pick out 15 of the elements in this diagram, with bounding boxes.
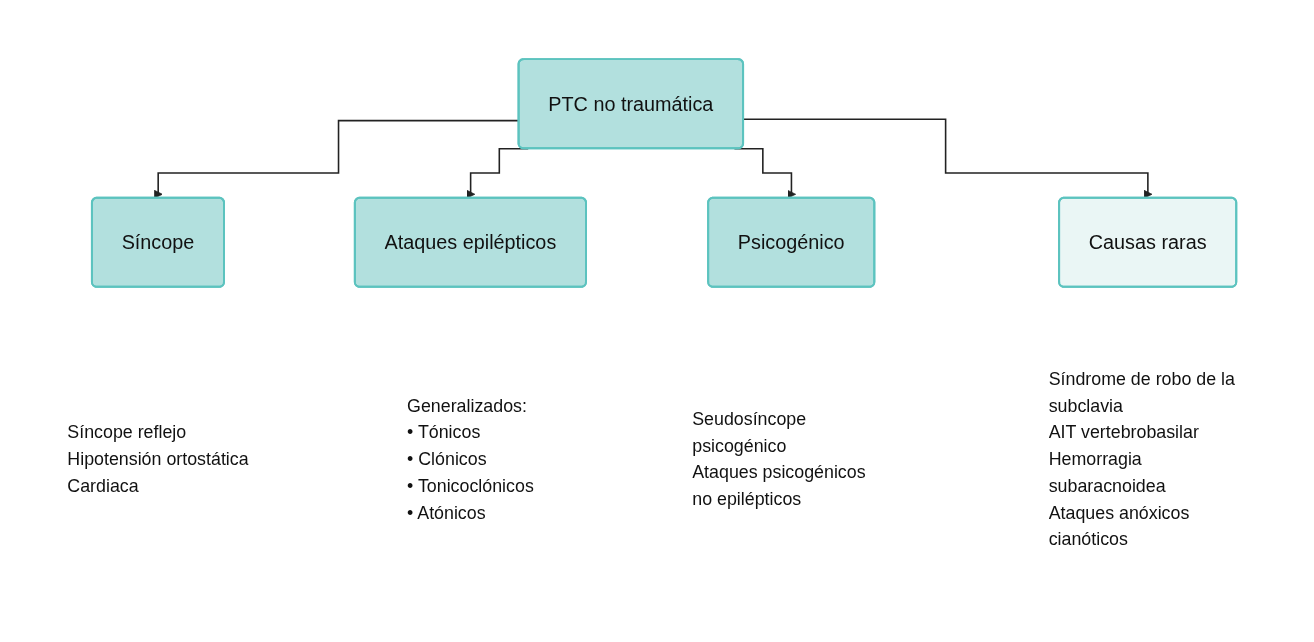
node-label: Generalizados: xyxy=(407,395,527,416)
node-label: Seudosíncope psicogénico xyxy=(692,409,807,456)
node-label: • Tonicoclónicos xyxy=(407,475,534,496)
node-label: • Atónicos xyxy=(407,502,486,523)
node-label: • Tónicos xyxy=(407,422,481,443)
node-label: Hipotensión ortostática xyxy=(67,449,249,470)
node-label: Ataques anóxicos cianóticos xyxy=(1048,502,1190,550)
node-label: Cardiaca xyxy=(67,475,139,496)
arrow xyxy=(733,147,796,199)
node-label: • Clónicos xyxy=(407,449,487,470)
node-label: Ataques psicogénicos no epilépticos xyxy=(692,462,866,510)
node-label: Síndrome de robo de la subclavia xyxy=(1048,369,1235,416)
node-label: AIT vertebrobasilar xyxy=(1048,422,1199,443)
node-label: Síncope reflejo xyxy=(67,422,187,443)
node-label: Hemorragia subaracnoidea xyxy=(1048,449,1166,496)
